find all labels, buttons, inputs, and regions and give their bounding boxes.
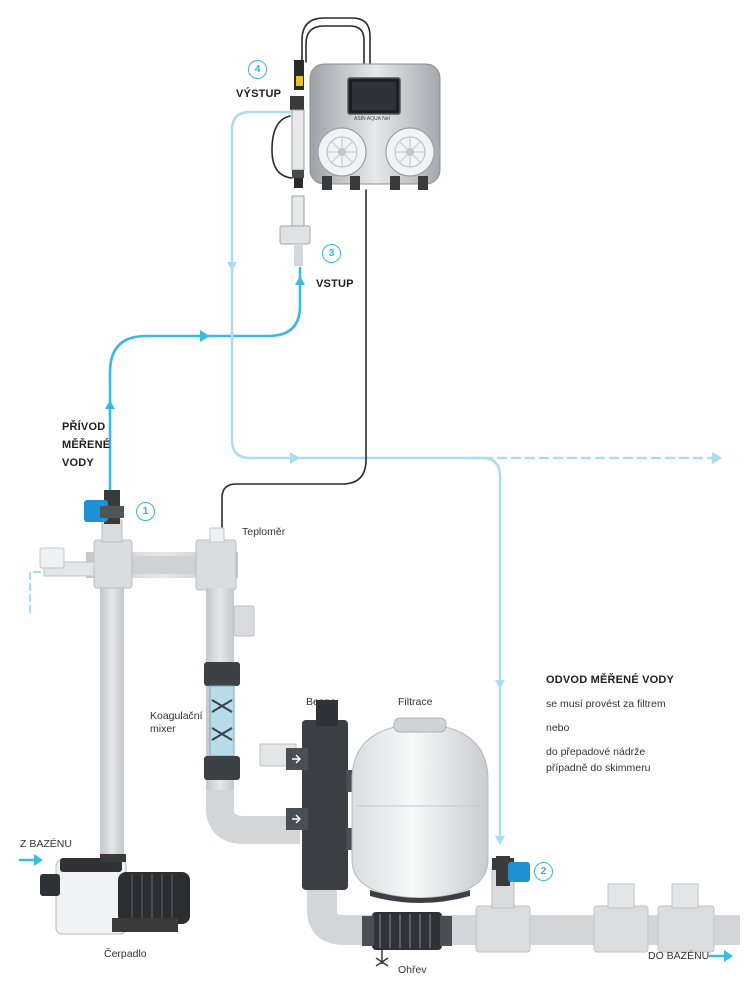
- to-pool-label: DO BAZÉNU: [648, 950, 710, 962]
- circulation-pump: [40, 854, 190, 935]
- heater: [362, 912, 452, 967]
- device-brand-label: ASIN AQUA Net: [354, 116, 390, 122]
- thermometer-label: Teploměr: [242, 526, 286, 538]
- drain-note-line2: nebo: [546, 722, 570, 734]
- output-line: [230, 110, 502, 840]
- left-dashed-line: [28, 570, 42, 614]
- supply-label-line1: PŘÍVOD: [62, 421, 106, 433]
- drain-note-line1: se musí provést za filtrem: [546, 698, 666, 710]
- coagulation-mixer: [204, 662, 240, 780]
- filtration-label: Filtrace: [398, 696, 433, 708]
- output-label: VÝSTUP: [236, 88, 282, 100]
- pump-head-left: [317, 127, 367, 177]
- badge-2: 2: [534, 862, 553, 881]
- thermometer-cable: [221, 189, 367, 535]
- valve-2: [496, 856, 530, 886]
- probe-holder: [279, 60, 311, 266]
- measured-water-lines: [18, 110, 733, 962]
- from-pool-label: Z BAZÉNU: [20, 838, 72, 850]
- drain-note-line3: do přepadové nádrže: [546, 746, 646, 758]
- coagulation-mixer-label: Koagulační mixer: [150, 710, 203, 736]
- supply-line: [108, 266, 302, 494]
- besgo-label: Besgo: [306, 696, 336, 708]
- coagulation-label-line1: Koagulační: [150, 710, 203, 722]
- drain-note-title: ODVOD MĚŘENÉ VODY: [546, 674, 675, 686]
- cables: [221, 17, 371, 535]
- badge-4: 4: [248, 60, 267, 79]
- valve-1: [84, 490, 124, 524]
- drain-note-line4: případně do skimmeru: [546, 762, 651, 774]
- pump-head-right: [385, 127, 435, 177]
- filter-tank: [351, 717, 489, 903]
- supply-label-line2: MĚŘENÉ: [62, 439, 111, 451]
- badge-1: 1: [136, 502, 155, 521]
- heating-label: Ohřev: [398, 964, 427, 976]
- pump-label: Čerpadlo: [104, 948, 147, 960]
- input-label: VSTUP: [316, 278, 354, 290]
- supply-label-line3: VODY: [62, 457, 94, 469]
- piping: [39, 519, 740, 953]
- drain-note: ODVOD MĚŘENÉ VODY se musí provést za fil…: [546, 674, 674, 774]
- dosing-device: [309, 63, 441, 190]
- badge-3: 3: [322, 244, 341, 263]
- supply-label: PŘÍVOD MĚŘENÉ VODY: [62, 418, 110, 472]
- coagulation-label-line2: mixer: [150, 723, 176, 735]
